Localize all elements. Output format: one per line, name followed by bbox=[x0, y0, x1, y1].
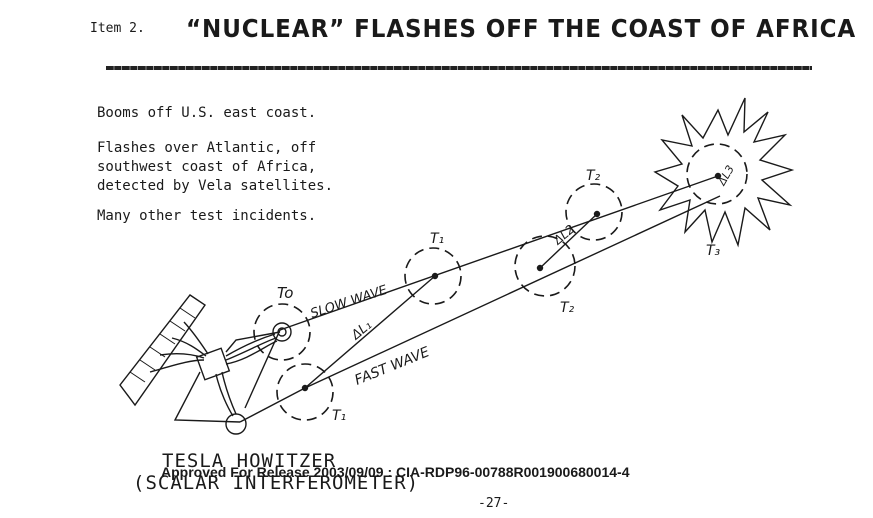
item-label: Item 2. bbox=[90, 21, 145, 36]
t2-upper-circle bbox=[565, 183, 623, 241]
t1-upper-label: T₁ bbox=[430, 231, 444, 247]
caption-line-2: (SCALAR INTERFEROMETER) bbox=[133, 472, 420, 494]
t2-lower-circle bbox=[514, 235, 576, 297]
note-flashes: Flashes over Atlantic, off southwest coa… bbox=[97, 140, 334, 194]
fast-wave-label: FAST WAVE bbox=[353, 344, 433, 389]
note-test-incidents: Many other test incidents. bbox=[97, 208, 317, 224]
t2-upper-label: T₂ bbox=[586, 168, 601, 184]
delta-l1-line bbox=[304, 275, 436, 389]
delta-l3-label: ΔL3 bbox=[715, 163, 737, 188]
slow-wave-line bbox=[279, 175, 719, 331]
header-rule bbox=[106, 66, 812, 70]
delta-l2-line bbox=[539, 213, 598, 269]
t3-circle bbox=[686, 143, 748, 205]
t0-circle bbox=[253, 303, 311, 361]
page-number: -27- bbox=[478, 496, 510, 511]
t2-lower-label: T₂ bbox=[560, 300, 575, 316]
caption-line-1: TESLA HOWITZER bbox=[162, 450, 337, 472]
antenna-array bbox=[119, 294, 281, 435]
note-booms: Booms off U.S. east coast. bbox=[97, 105, 317, 121]
page-title: “NUCLEAR” FLASHES OFF THE COAST OF AFRIC… bbox=[186, 14, 857, 43]
fast-wave-line bbox=[304, 195, 721, 389]
delta-l1-label: ΔL₁ bbox=[348, 318, 375, 344]
slow-wave-label: SLOW WAVE bbox=[309, 283, 390, 322]
t3-label: T₃ bbox=[706, 243, 721, 259]
t1-lower-label: T₁ bbox=[332, 408, 346, 424]
t1-lower-circle bbox=[276, 363, 334, 421]
explosion-burst bbox=[653, 97, 795, 248]
t1-upper-circle bbox=[404, 247, 462, 305]
bulb-emitter bbox=[225, 413, 247, 435]
delta-l2-label: ΔL2 bbox=[550, 222, 577, 248]
t0-label: To bbox=[277, 284, 294, 302]
approval-stamp: Approved For Release 2003/09/09 : CIA-RD… bbox=[161, 464, 630, 480]
